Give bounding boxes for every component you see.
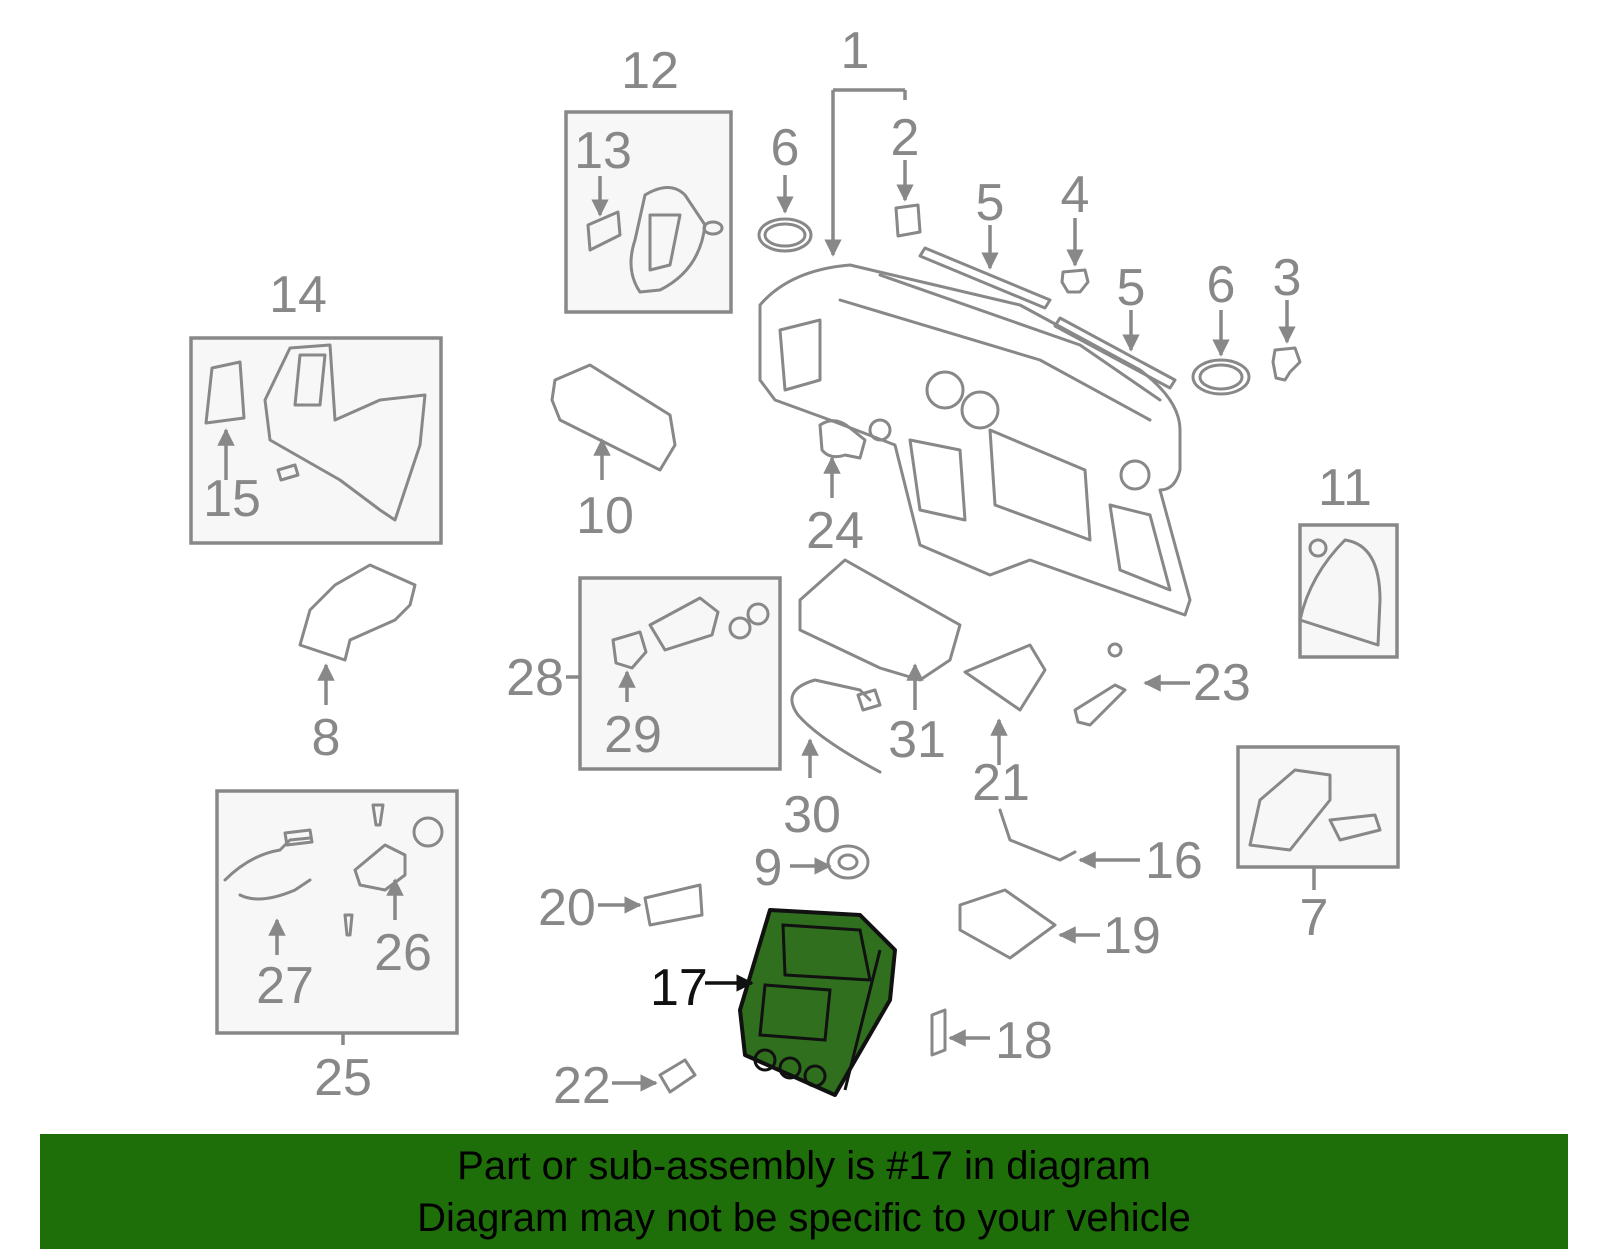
banner-line-2: Diagram may not be specific to your vehi… — [417, 1196, 1191, 1240]
part-15-panel — [204, 360, 246, 425]
callout-29: 29 — [604, 706, 662, 764]
part-27-harness — [223, 836, 312, 901]
callout-7: 7 — [1300, 889, 1329, 947]
part-6-ring — [757, 217, 813, 253]
part-24-knob — [818, 419, 867, 460]
part-2-clip — [894, 203, 922, 238]
callout-14: 14 — [269, 266, 327, 324]
callout-8: 8 — [312, 709, 341, 767]
callout-27: 27 — [256, 957, 314, 1015]
callout-19: 19 — [1103, 907, 1161, 965]
callout-12: 12 — [621, 42, 679, 100]
part-16-bracket — [998, 808, 1077, 862]
part-20-switch — [643, 883, 704, 927]
callout-23: 23 — [1193, 654, 1251, 712]
group-box-11 — [1298, 523, 1399, 659]
group-box-25 — [215, 789, 459, 1035]
callout-4: 4 — [1061, 166, 1090, 224]
part-3-clip — [1271, 346, 1302, 382]
group-box-7 — [1236, 745, 1400, 869]
callout-9: 9 — [754, 839, 783, 897]
part-14-panel — [263, 343, 427, 522]
part-5-strip — [918, 246, 1052, 310]
part-21-panel — [963, 643, 1047, 712]
callout-1: 1 — [841, 22, 870, 80]
part-7-box — [1248, 768, 1332, 852]
callout-13: 13 — [574, 122, 632, 180]
part-18-clip — [930, 1008, 947, 1057]
part-9-grommet — [826, 844, 870, 880]
callout-31: 31 — [888, 711, 946, 769]
callout-11: 11 — [1318, 459, 1372, 517]
part-28-cylinder — [648, 596, 720, 652]
callout-25: 25 — [314, 1049, 372, 1107]
part-11-trim — [1298, 538, 1382, 647]
part-5-strip-b — [1053, 316, 1177, 390]
callout-24: 24 — [806, 502, 864, 560]
part-8-switch — [298, 563, 417, 662]
part-29-lock — [611, 630, 648, 670]
info-banner: Part or sub-assembly is #17 in diagram D… — [40, 1134, 1568, 1249]
callout-22: 22 — [553, 1057, 611, 1115]
part-6-ring-b — [1191, 358, 1251, 396]
part-17-center-panel — [738, 908, 897, 1097]
part-12-vent — [629, 186, 707, 294]
callout-2: 2 — [891, 109, 920, 167]
callout-10: 10 — [576, 487, 634, 545]
callout-6: 6 — [771, 119, 800, 177]
callout-28: 28 — [506, 649, 564, 707]
callout-15: 15 — [203, 470, 261, 528]
callout-21: 21 — [972, 754, 1030, 812]
part-31-module — [798, 558, 962, 682]
part-4-clip — [1060, 268, 1090, 294]
callout-20: 20 — [538, 879, 596, 937]
callout-17: 17 — [650, 959, 708, 1017]
part-23-sensor — [1073, 683, 1127, 727]
dashboard-part — [758, 263, 1192, 617]
part-30-cable — [790, 678, 882, 774]
callout-18: 18 — [995, 1012, 1053, 1070]
part-22-plug — [658, 1058, 697, 1094]
callout-5-b: 5 — [1117, 259, 1146, 317]
part-10-cover — [550, 363, 677, 472]
callout-3: 3 — [1273, 249, 1302, 307]
callout-30: 30 — [783, 786, 841, 844]
callout-6-b: 6 — [1207, 256, 1236, 314]
callout-16: 16 — [1145, 832, 1203, 890]
part-19-box — [958, 888, 1057, 960]
part-26-socket — [353, 843, 407, 892]
callout-26: 26 — [374, 924, 432, 982]
callout-5: 5 — [976, 174, 1005, 232]
banner-line-1: Part or sub-assembly is #17 in diagram — [457, 1144, 1151, 1188]
